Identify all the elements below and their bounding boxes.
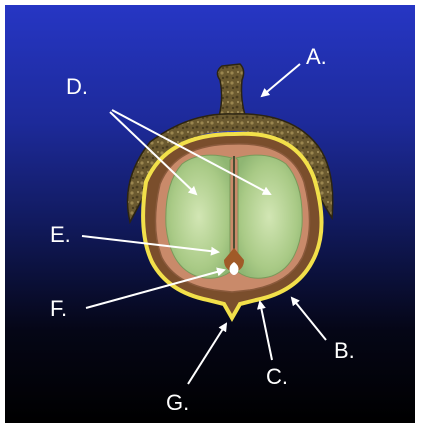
label-d: D. [66,74,88,99]
label-g: G. [166,390,189,415]
label-b: B. [334,338,355,363]
label-a: A. [306,44,327,69]
label-f: F. [50,296,67,321]
arrow-a [262,64,300,96]
acorn-stem [217,64,246,120]
arrow-b [292,298,326,340]
label-c: C. [266,364,288,389]
arrow-g [188,324,226,384]
label-e: E. [50,222,71,247]
cotyledon-right [236,155,302,278]
arrow-c [260,302,272,360]
